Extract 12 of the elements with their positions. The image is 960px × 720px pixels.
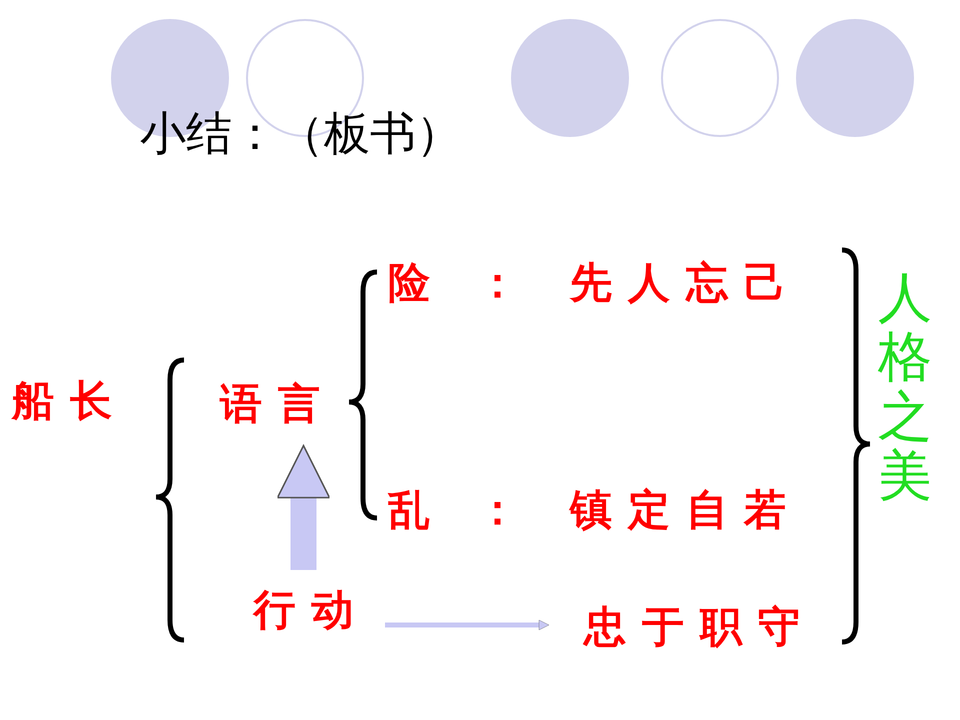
node-text: 行动 <box>254 589 370 631</box>
node-text: 忠于职守 <box>584 606 816 648</box>
text-label: 船长 <box>12 380 128 422</box>
text-label: 乱 ： <box>388 489 535 531</box>
node-text: 语言 <box>220 383 336 425</box>
title: 小结：（板书） <box>140 108 462 159</box>
text-label: 镇定自若 <box>570 489 802 531</box>
arrow <box>276 444 330 570</box>
text-label: 险 ： <box>388 262 535 304</box>
text-label: 先人忘己 <box>570 262 802 304</box>
arrow <box>385 620 550 630</box>
summary-label: 人格之美 <box>878 268 932 506</box>
